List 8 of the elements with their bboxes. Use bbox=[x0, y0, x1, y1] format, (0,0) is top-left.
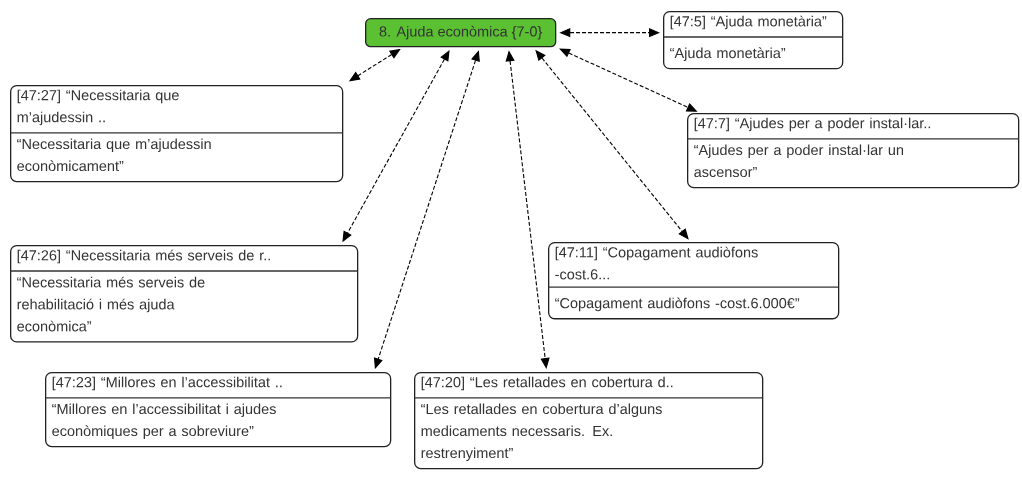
quotation-box: [47:11] “Copagament audiòfons -cost.6... “Copagament audiòfons -cost.6.000€” bbox=[548, 242, 840, 320]
quotation-box: [47:23] “Millores en l’accessibilitat .. “Millores en l’accessibilitat i ajudes econòmiques per a sobreviure” bbox=[45, 372, 392, 448]
code-box: 8. Ajuda econòmica {7-0} bbox=[365, 18, 557, 48]
quotation-box: [47:20] “Les retallades en cobertura d.. “Les retallades en cobertura d’alguns medicaments necessaris. Ex. restrenyiment” bbox=[414, 372, 764, 470]
quotation-box: [47:7] “Ajudes per a poder instal·lar.. “Ajudes per a poder instal·lar un ascensor” bbox=[687, 113, 1020, 189]
quotation-box: [47:26] “Necessitaria més serveis de r.. “Necessitaria més serveis de rehabilitació i més ajuda econòmica” bbox=[10, 245, 359, 343]
quotation-box: [47:5] “Ajuda monetària” “Ajuda monetària” bbox=[663, 11, 844, 70]
quotation-box: [47:27] “Necessitaria que m’ajudessin .. “Necessitaria que m’ajudessin econòmicament” bbox=[10, 85, 344, 183]
